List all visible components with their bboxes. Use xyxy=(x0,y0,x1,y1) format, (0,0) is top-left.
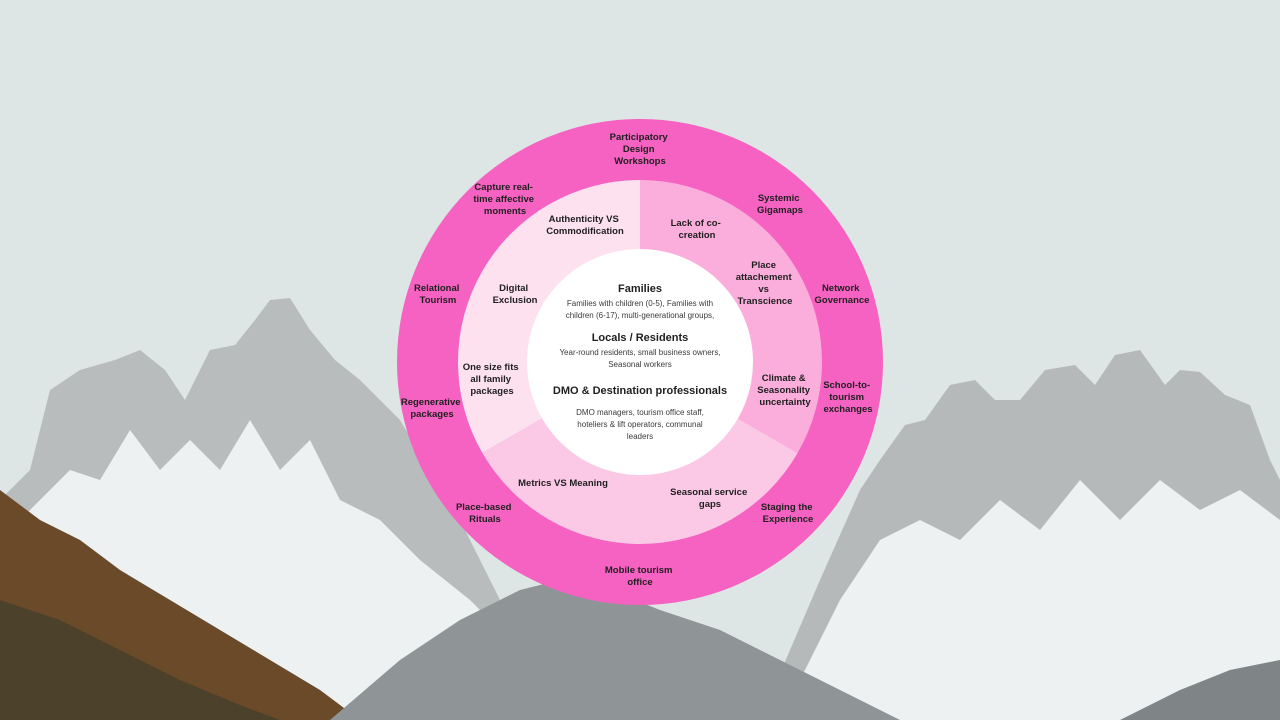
forest-right xyxy=(1120,660,1280,720)
label-place-based-rituals: Place-based Rituals xyxy=(456,502,514,525)
ring-diagram xyxy=(397,119,883,605)
label-mobile-tourism-office: Mobile tourism office xyxy=(605,565,675,588)
group-desc-dmo-line1: DMO managers, tourism office staff, xyxy=(576,408,704,417)
label-place-attachement: Place attachement vs Transcience xyxy=(736,260,795,307)
label-co-creation: Lack of co- creation xyxy=(671,218,724,241)
label-school-to-tourism: School-to- tourism exchanges xyxy=(823,380,873,415)
label-climate-seasonality: Climate & Seasonality uncertainty xyxy=(757,373,812,408)
label-participatory-design: Participatory Design Workshops xyxy=(610,132,671,167)
label-regenerative-packages: Regenerative packages xyxy=(401,397,463,420)
label-systemic-gigamaps: Systemic Gigamaps xyxy=(757,193,803,216)
label-digital-exclusion: Digital Exclusion xyxy=(493,283,538,306)
group-desc-dmo-line3: leaders xyxy=(627,432,653,441)
label-network-governance: Network Governance xyxy=(815,283,870,306)
label-capture-moments: Capture real- time affective moments xyxy=(473,182,536,217)
group-desc-locals-line1: Year-round residents, small business own… xyxy=(559,348,720,357)
right-mountains-snow xyxy=(780,480,1280,720)
forest-left-dark xyxy=(0,600,280,720)
forest-center xyxy=(330,580,900,720)
group-title-families: Families xyxy=(618,283,662,295)
middle-ring-labels: Authenticity VS Commodification Lack of … xyxy=(463,214,812,510)
group-desc-families-line2: children (6-17), multi-generational grou… xyxy=(566,311,715,320)
center-content: Families Families with children (0-5), F… xyxy=(553,283,727,441)
label-relational-tourism: Relational Tourism xyxy=(414,283,462,306)
group-desc-locals-line2: Seasonal workers xyxy=(608,360,672,369)
label-metrics-vs-meaning: Metrics VS Meaning xyxy=(518,478,608,489)
label-seasonal-service-gaps: Seasonal service gaps xyxy=(670,487,750,510)
group-title-locals: Locals / Residents xyxy=(592,332,689,344)
center-circle xyxy=(527,249,753,475)
group-desc-dmo-line2: hoteliers & lift operators, communal xyxy=(577,420,703,429)
label-staging-experience: Staging the Experience xyxy=(761,502,815,525)
group-desc-families-line1: Families with children (0-5), Families w… xyxy=(567,299,713,308)
label-authenticity: Authenticity VS Commodification xyxy=(546,214,624,237)
group-title-dmo: DMO & Destination professionals xyxy=(553,385,727,397)
label-one-size-fits-all: One size fits all family packages xyxy=(463,362,522,397)
outer-ring-labels: Participatory Design Workshops Capture r… xyxy=(401,132,873,588)
